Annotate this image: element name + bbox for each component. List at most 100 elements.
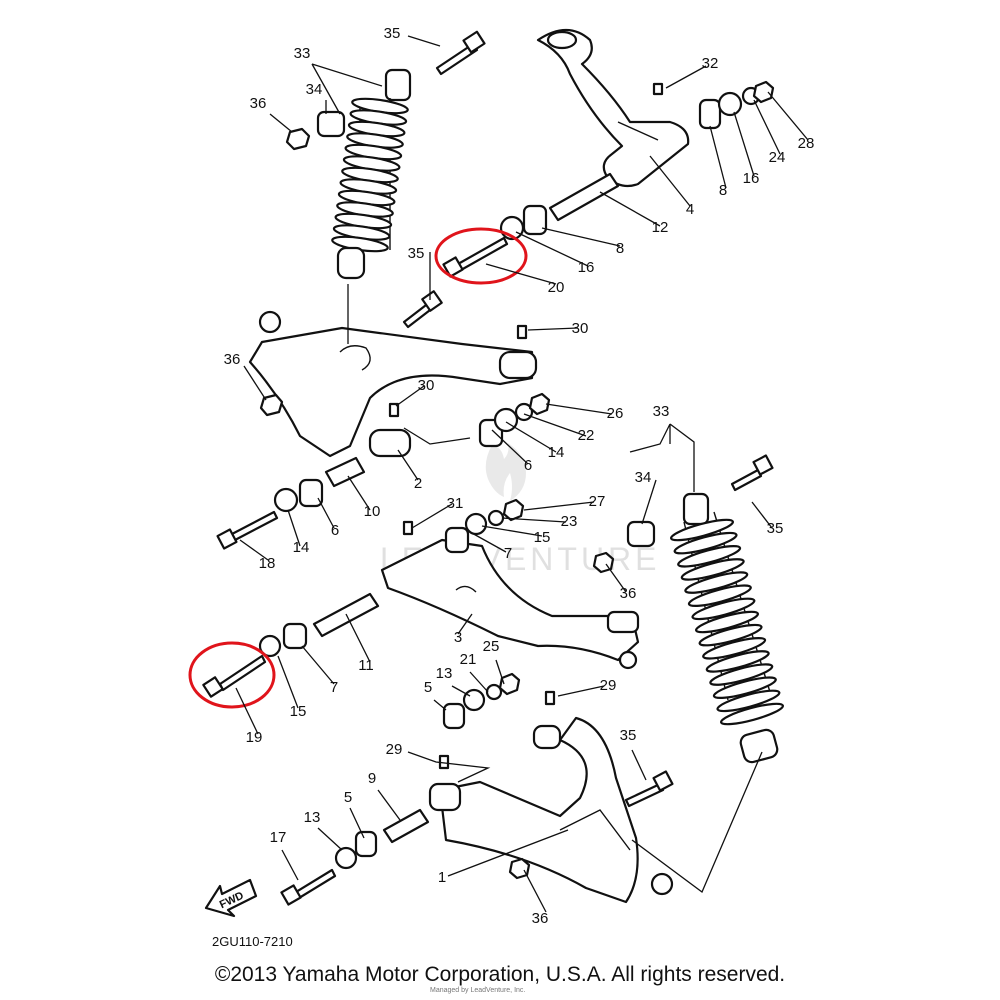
- callout-14: 14: [548, 444, 565, 461]
- grease-nipple-31: [402, 520, 414, 536]
- bolt-35-top: [435, 30, 486, 76]
- callout-36: 36: [620, 585, 637, 602]
- fwd-arrow-icon: FWD: [204, 878, 258, 918]
- callout-11: 11: [358, 657, 374, 674]
- callout-9: 9: [368, 770, 376, 787]
- callout-34: 34: [635, 469, 652, 486]
- bolt-18: [216, 510, 279, 550]
- callout-16: 16: [578, 259, 595, 276]
- washer-15-top: [464, 512, 488, 536]
- callout-36: 36: [250, 95, 267, 112]
- bushing-8-top-right: [698, 98, 722, 130]
- callout-29: 29: [386, 741, 403, 758]
- callout-28: 28: [798, 135, 815, 152]
- bolt-19: [202, 654, 267, 698]
- grease-nipple-29-right: [544, 690, 556, 706]
- washer-16-top-right: [717, 91, 743, 117]
- callout-35: 35: [767, 520, 784, 537]
- bolt-20: [442, 236, 509, 278]
- bushing-5-bottom: [354, 830, 378, 858]
- grease-nipple-30-mid: [388, 402, 400, 418]
- highlight-bolt-19: [188, 641, 276, 709]
- callout-36: 36: [532, 910, 549, 927]
- bushing-5-top: [442, 702, 466, 730]
- callout-6: 6: [524, 457, 532, 474]
- callout-8: 8: [719, 182, 727, 199]
- callout-13: 13: [436, 665, 453, 682]
- callout-35: 35: [620, 727, 637, 744]
- callout-30: 30: [418, 377, 435, 394]
- callout-31: 31: [447, 495, 464, 512]
- grease-nipple-30-top: [516, 324, 528, 340]
- callout-23: 23: [561, 513, 578, 530]
- callout-5: 5: [424, 679, 432, 696]
- shaft-12: [548, 172, 620, 222]
- washer-14-left: [273, 487, 299, 513]
- highlight-bolt-20: [434, 227, 528, 285]
- callout-36: 36: [224, 351, 241, 368]
- a-arm-2: [248, 310, 538, 458]
- bushing-7-top: [444, 526, 470, 554]
- callout-20: 20: [548, 279, 565, 296]
- callout-10: 10: [364, 503, 381, 520]
- nut-27: [502, 498, 525, 522]
- callout-labels: 3533343632282416841281620353036302622146…: [224, 25, 815, 927]
- nut-26: [528, 392, 551, 416]
- callout-33: 33: [653, 403, 670, 420]
- bushing-34-top: [316, 110, 346, 138]
- nut-28: [752, 80, 775, 104]
- grease-nipple-32: [652, 82, 664, 96]
- callout-22: 22: [578, 427, 595, 444]
- washer-13-bottom: [334, 846, 358, 870]
- bolt-17: [280, 868, 337, 906]
- bushing-34-right: [626, 520, 656, 548]
- flame-logo-icon: [485, 443, 526, 501]
- a-arm-3: [380, 538, 640, 670]
- callout-2: 2: [414, 475, 422, 492]
- footer-small-text: Managed by LeadVenture, Inc.: [430, 987, 526, 994]
- lower-shock-absorber: [669, 492, 785, 764]
- bushing-7-left: [282, 622, 308, 650]
- callout-29: 29: [600, 677, 617, 694]
- callout-14: 14: [293, 539, 310, 556]
- bushing-6-left: [298, 478, 324, 508]
- callout-15: 15: [290, 703, 307, 720]
- callout-17: 17: [270, 829, 287, 846]
- callout-12: 12: [652, 219, 669, 236]
- callout-21: 21: [460, 651, 477, 668]
- washer-14-top: [493, 407, 519, 433]
- callout-8: 8: [616, 240, 624, 257]
- shaft-10: [324, 456, 366, 488]
- bushing-8-mid: [522, 204, 548, 236]
- grease-nipple-29-left: [438, 754, 450, 770]
- callout-15: 15: [534, 529, 551, 546]
- copyright-text: ©2013 Yamaha Motor Corporation, U.S.A. A…: [214, 963, 786, 986]
- callout-33: 33: [294, 45, 311, 62]
- leader-lines: [235, 35, 809, 913]
- figure-code: 2GU110-7210: [212, 934, 293, 949]
- washer-13-top: [462, 688, 486, 712]
- callout-27: 27: [589, 493, 606, 510]
- callout-19: 19: [246, 729, 263, 746]
- callout-7: 7: [330, 679, 338, 696]
- upper-arm-4: [536, 28, 690, 188]
- callout-1: 1: [438, 869, 446, 886]
- a-arm-1: [428, 716, 674, 904]
- callout-7: 7: [504, 545, 512, 562]
- callout-3: 3: [454, 629, 462, 646]
- washer-21: [485, 683, 503, 701]
- callout-34: 34: [306, 81, 323, 98]
- callout-16: 16: [743, 170, 760, 187]
- bolt-35-right: [730, 454, 774, 492]
- washer-23: [487, 509, 505, 527]
- nut-36-top: [285, 127, 311, 151]
- callout-25: 25: [483, 638, 500, 655]
- callout-24: 24: [769, 149, 786, 166]
- callout-26: 26: [607, 405, 624, 422]
- callout-35: 35: [384, 25, 401, 42]
- upper-shock-absorber: [331, 68, 412, 280]
- callout-18: 18: [259, 555, 276, 572]
- shaft-9: [382, 808, 430, 844]
- washer-15-left: [258, 634, 282, 658]
